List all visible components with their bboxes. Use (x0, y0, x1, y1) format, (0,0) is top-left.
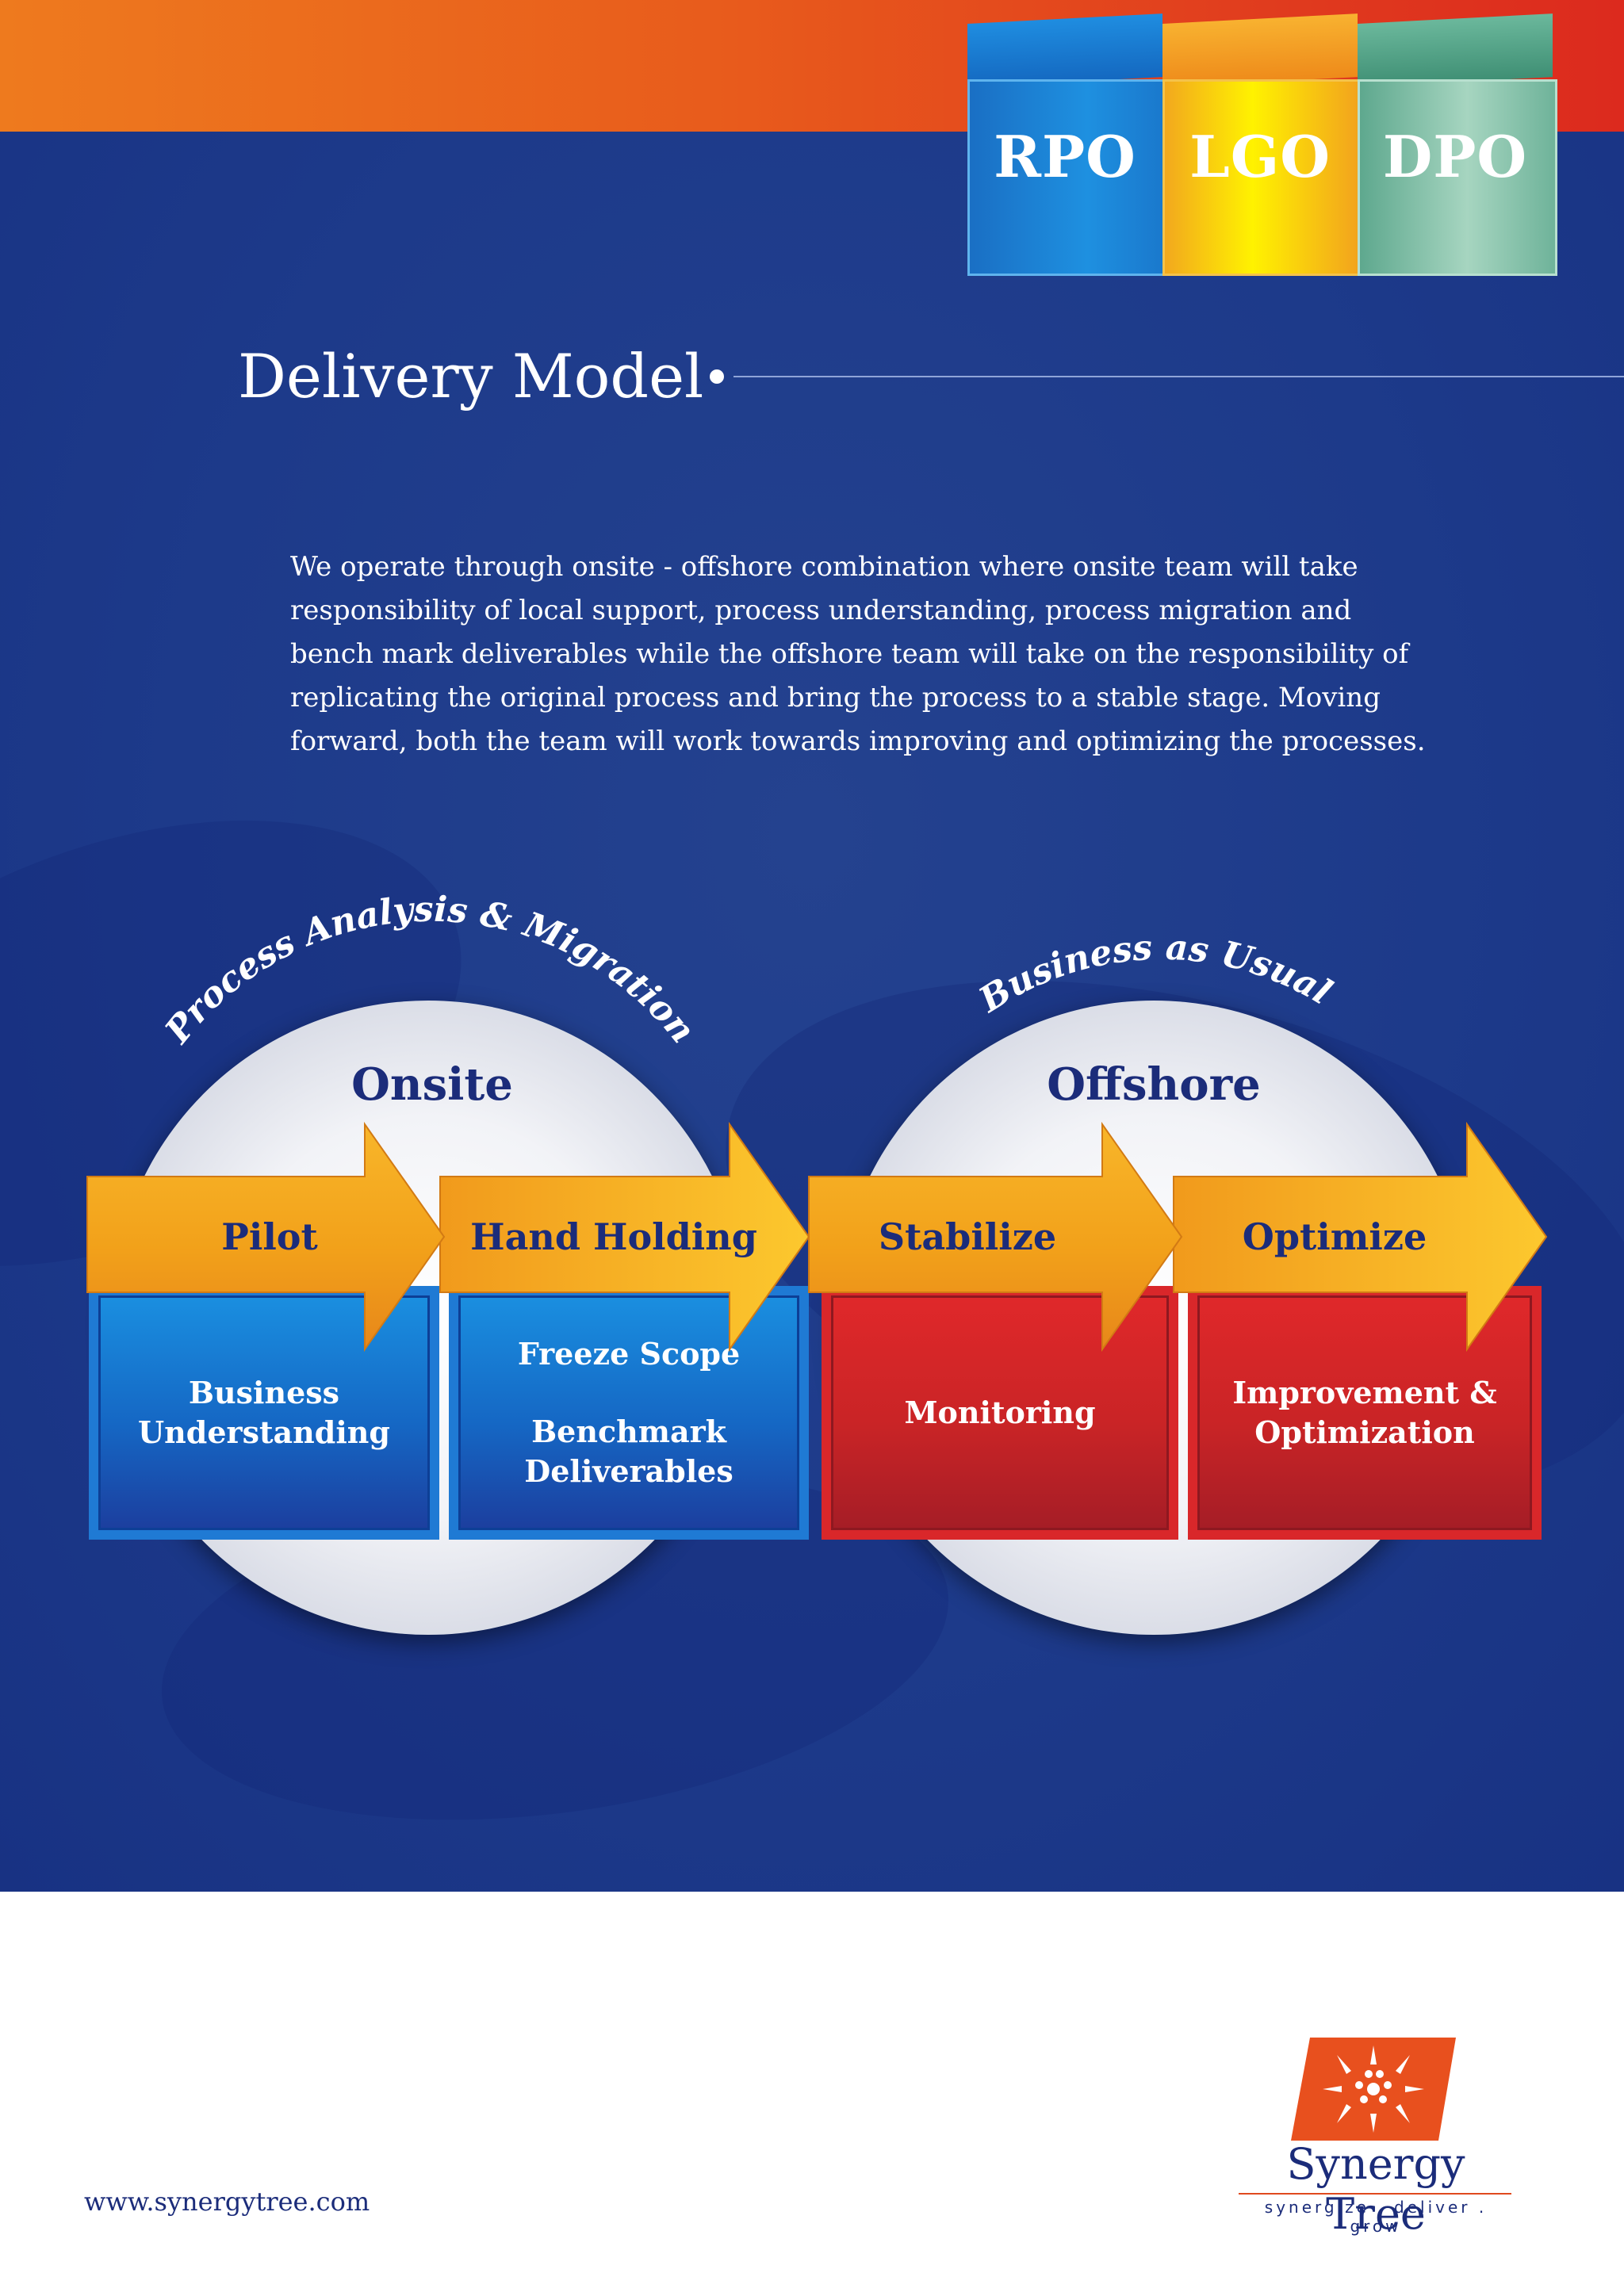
tile-lgo-label: LGO (1189, 123, 1331, 190)
arrow-hand-holding (439, 1121, 810, 1353)
brand-underline (1239, 2193, 1511, 2195)
box-monitoring: Monitoring (822, 1286, 1178, 1540)
page-title: Delivery Model (238, 341, 704, 411)
box2-item1: Freeze Scope (517, 1336, 741, 1372)
box1-line1: Business (188, 1375, 340, 1410)
brand-tagline: synergize . deliver . grow (1264, 2198, 1488, 2236)
onsite-title: Onsite (351, 1058, 513, 1111)
stage-pilot-label: Pilot (221, 1215, 318, 1258)
arc-offshore-label: Business as Usual (971, 928, 1339, 1021)
box4-line1: Improvement & (1232, 1375, 1497, 1410)
brand-name: Synergy Tree (1286, 2139, 1465, 2239)
box-business-understanding: Business Understanding (89, 1286, 439, 1540)
arc-offshore-text: Business as Usual (971, 928, 1339, 1021)
title-bullet-dot (710, 369, 724, 384)
arrow-pilot (86, 1121, 446, 1353)
title-rule (733, 376, 1624, 377)
box-improvement-optimization: Improvement & Optimization (1188, 1286, 1542, 1540)
tile-rpo: RPO (967, 13, 1167, 276)
box1-line2: Understanding (138, 1414, 390, 1450)
intro-paragraph: We operate through onsite - offshore com… (290, 551, 1426, 757)
sunburst-logo-icon (1291, 2038, 1456, 2141)
blue-background-panel (0, 132, 1624, 1892)
stage-hand-holding-label: Hand Holding (470, 1215, 757, 1258)
tile-rpo-label: RPO (994, 123, 1136, 190)
arrow-optimize (1173, 1121, 1548, 1353)
stage-stabilize-label: Stabilize (879, 1215, 1056, 1258)
tile-dpo: DPO (1358, 13, 1557, 276)
tile-dpo-label: DPO (1382, 123, 1528, 190)
service-tiles: RPO LGO DPO (967, 13, 1557, 276)
box2-item2-line1: Benchmark (531, 1414, 726, 1449)
arc-onsite-text: Process Analysis & Migration (156, 890, 703, 1052)
box-freeze-scope-benchmark: Freeze Scope Benchmark Deliverables (449, 1286, 809, 1540)
box3-text: Monitoring (904, 1395, 1096, 1430)
offshore-title: Offshore (1047, 1058, 1261, 1111)
stage-optimize-label: Optimize (1243, 1215, 1427, 1258)
tile-lgo: LGO (1162, 13, 1362, 276)
arrow-stabilize (808, 1121, 1183, 1353)
box4-line2: Optimization (1254, 1414, 1475, 1450)
box2-item2-line2: Deliverables (524, 1453, 733, 1489)
website-link[interactable]: www.synergytree.com (84, 2187, 370, 2217)
arc-onsite-label: Process Analysis & Migration (156, 890, 703, 1052)
